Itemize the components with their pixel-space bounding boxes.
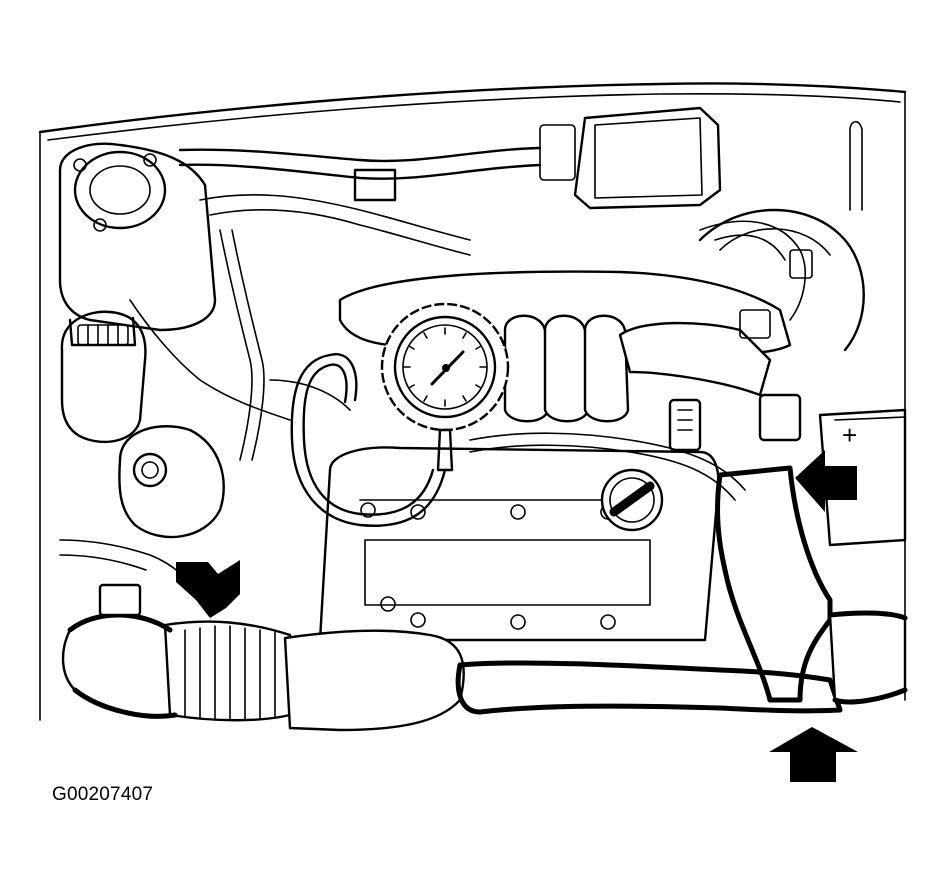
- battery: +: [818, 408, 907, 547]
- figure-id-label: G00207407: [52, 784, 154, 805]
- gauge-ticks: [403, 327, 487, 407]
- power-steering-reservoir: [60, 310, 147, 443]
- lower-hose: [455, 660, 843, 715]
- cylinder-head: [318, 446, 720, 642]
- hood-outline: [38, 82, 907, 721]
- compression-gauge: [380, 302, 510, 472]
- arrow-right-hose: [795, 450, 857, 512]
- coolant-reservoir: [58, 142, 217, 332]
- strut-mount-left: [118, 425, 225, 539]
- ignition-module: [539, 106, 722, 210]
- air-intake-duct: [61, 583, 465, 732]
- brake-booster: [698, 120, 865, 352]
- battery-plus-symbol: +: [842, 420, 857, 450]
- arrow-left-hose: [176, 560, 240, 618]
- gauge-hose: [290, 353, 447, 527]
- oil-filler-cap: [600, 468, 664, 532]
- upper-pipes: [178, 146, 806, 321]
- sensor-connectors: [668, 249, 813, 452]
- wiring-harness: [59, 229, 746, 601]
- right-radiator-hose: [715, 465, 908, 705]
- arrow-bottom-hose: [769, 727, 858, 782]
